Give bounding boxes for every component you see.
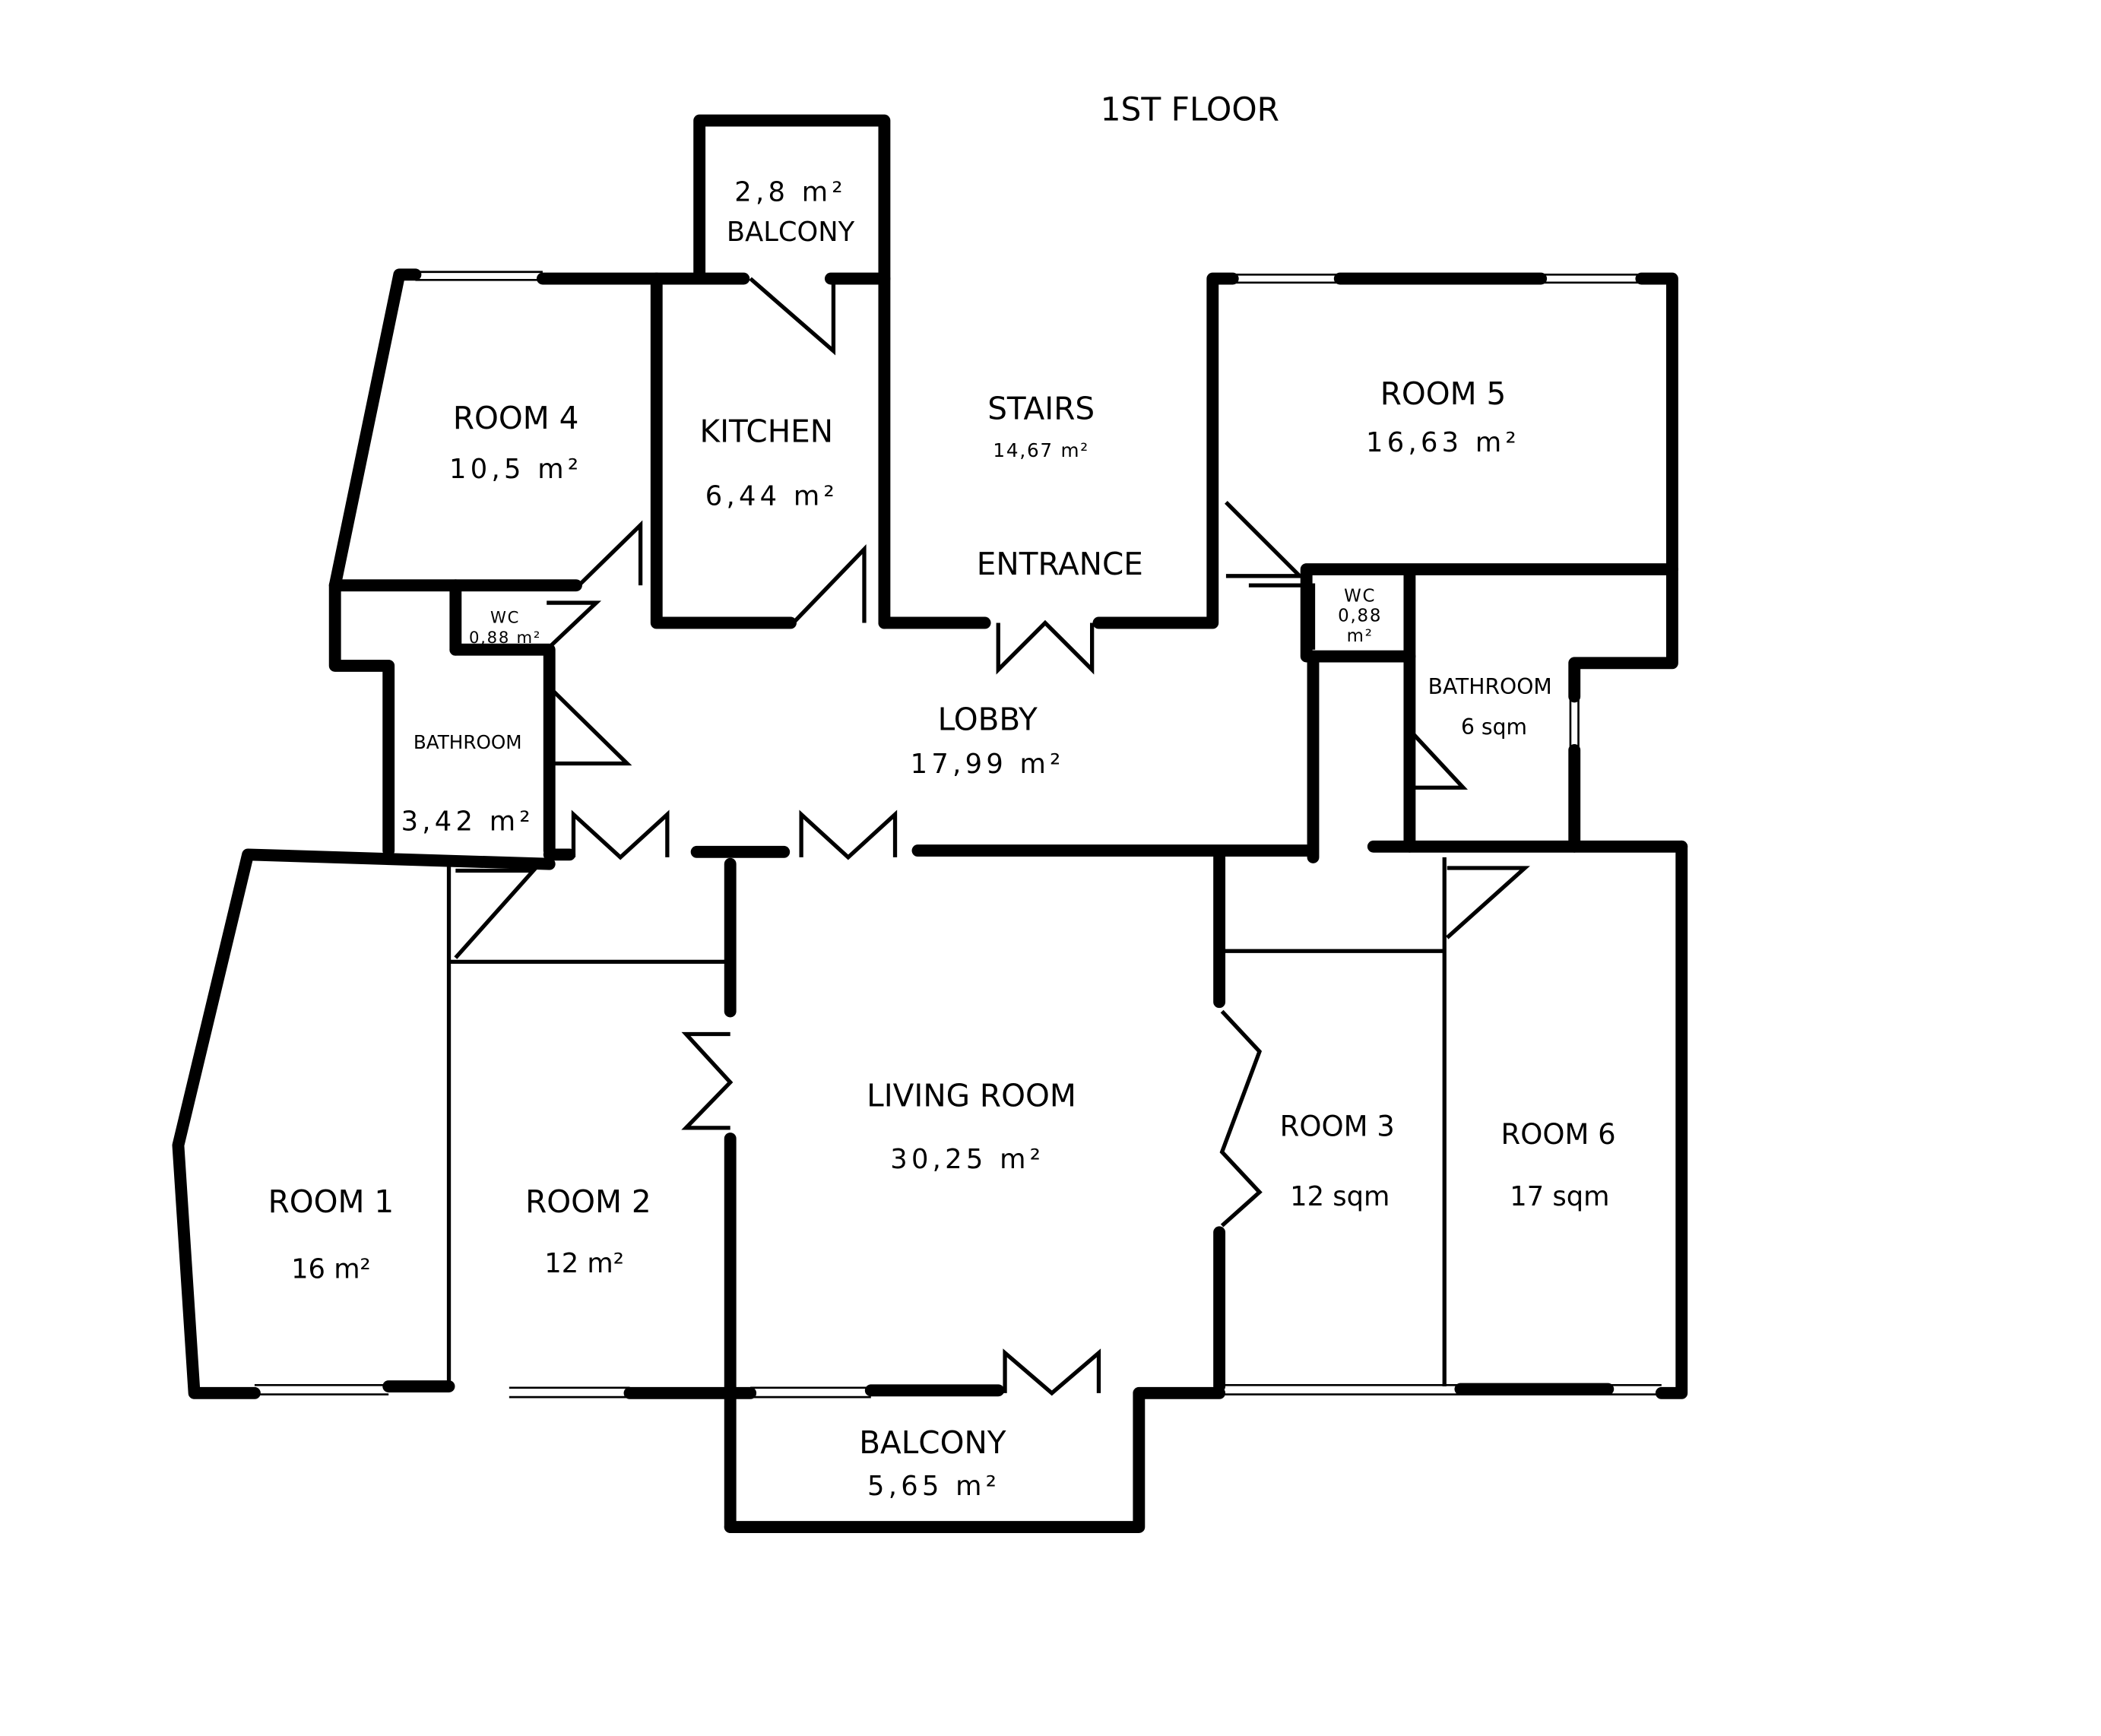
room-room1: ROOM 1 16 m² [268, 1183, 395, 1285]
room-room6: ROOM 6 17 sqm [1500, 1118, 1615, 1212]
room-area: 5,65 m² [867, 1471, 1000, 1502]
room-stairs: STAIRS 14,67 m² ENTRANCE [977, 391, 1143, 582]
room-name: BALCONY [727, 217, 855, 248]
room-lobby: LOBBY 17,99 m² [911, 701, 1065, 780]
entrance-label: ENTRANCE [977, 546, 1143, 582]
door-swings [454, 277, 1530, 1396]
room-name: ROOM 4 [453, 400, 579, 436]
room-area: 17 sqm [1510, 1181, 1609, 1212]
room-area: 16,63 m² [1366, 427, 1520, 458]
floor-title: 1ST FLOOR [1101, 91, 1279, 128]
room-area: 2,8 m² [734, 176, 846, 207]
room-living-room: LIVING ROOM 30,25 m² [867, 1078, 1076, 1175]
room-kitchen: KITCHEN 6,44 m² [700, 413, 838, 512]
room-name: WC [490, 607, 520, 626]
room-bathroom-left: BATHROOM 3,42 m² [401, 731, 534, 838]
room-name: ROOM 2 [525, 1183, 651, 1220]
room-room3: ROOM 3 12 sqm [1280, 1110, 1395, 1212]
room-area: 10,5 m² [449, 454, 582, 485]
room-name: BATHROOM [1428, 674, 1552, 699]
room-area-number: 0,88 [1338, 607, 1382, 626]
thin-partitions [446, 857, 1447, 1387]
room-balcony-top: 2,8 m² BALCONY [727, 176, 855, 248]
room-balcony-bottom: BALCONY 5,65 m² [859, 1424, 1006, 1502]
room-area: 3,42 m² [401, 806, 534, 838]
room-name: ROOM 5 [1380, 375, 1507, 412]
room-area: 17,99 m² [911, 749, 1065, 780]
room-room4: ROOM 4 10,5 m² [449, 400, 582, 485]
room-bathroom-right: BATHROOM 6 sqm [1428, 674, 1552, 740]
room-name: KITCHEN [700, 413, 834, 450]
room-area: 14,67 m² [993, 439, 1089, 461]
room-wc-right: WC 0,88 m² [1338, 586, 1382, 646]
room-area-unit: m² [1347, 626, 1374, 646]
room-name: BALCONY [859, 1424, 1006, 1461]
room-name: WC [1344, 586, 1376, 606]
room-wc-left: WC 0,88 m² [469, 607, 541, 647]
walls [172, 114, 1688, 1534]
room-name: ROOM 3 [1280, 1110, 1395, 1142]
room-area: 12 m² [544, 1248, 624, 1279]
room-room2: ROOM 2 12 m² [525, 1183, 651, 1279]
room-area: 6 sqm [1461, 714, 1527, 740]
room-area: 30,25 m² [890, 1144, 1044, 1175]
room-name: ROOM 6 [1500, 1118, 1615, 1151]
room-room5: ROOM 5 16,63 m² [1366, 375, 1520, 458]
room-name: STAIRS [987, 391, 1095, 427]
room-area: 6,44 m² [705, 480, 838, 512]
room-name: BATHROOM [414, 731, 522, 753]
room-area: 12 sqm [1290, 1181, 1390, 1212]
room-name: LIVING ROOM [867, 1078, 1076, 1114]
room-area: 0,88 m² [469, 628, 541, 647]
room-name: ROOM 1 [268, 1183, 395, 1220]
room-area: 16 m² [291, 1253, 371, 1285]
room-name: LOBBY [938, 701, 1038, 737]
windows [254, 271, 1662, 1399]
